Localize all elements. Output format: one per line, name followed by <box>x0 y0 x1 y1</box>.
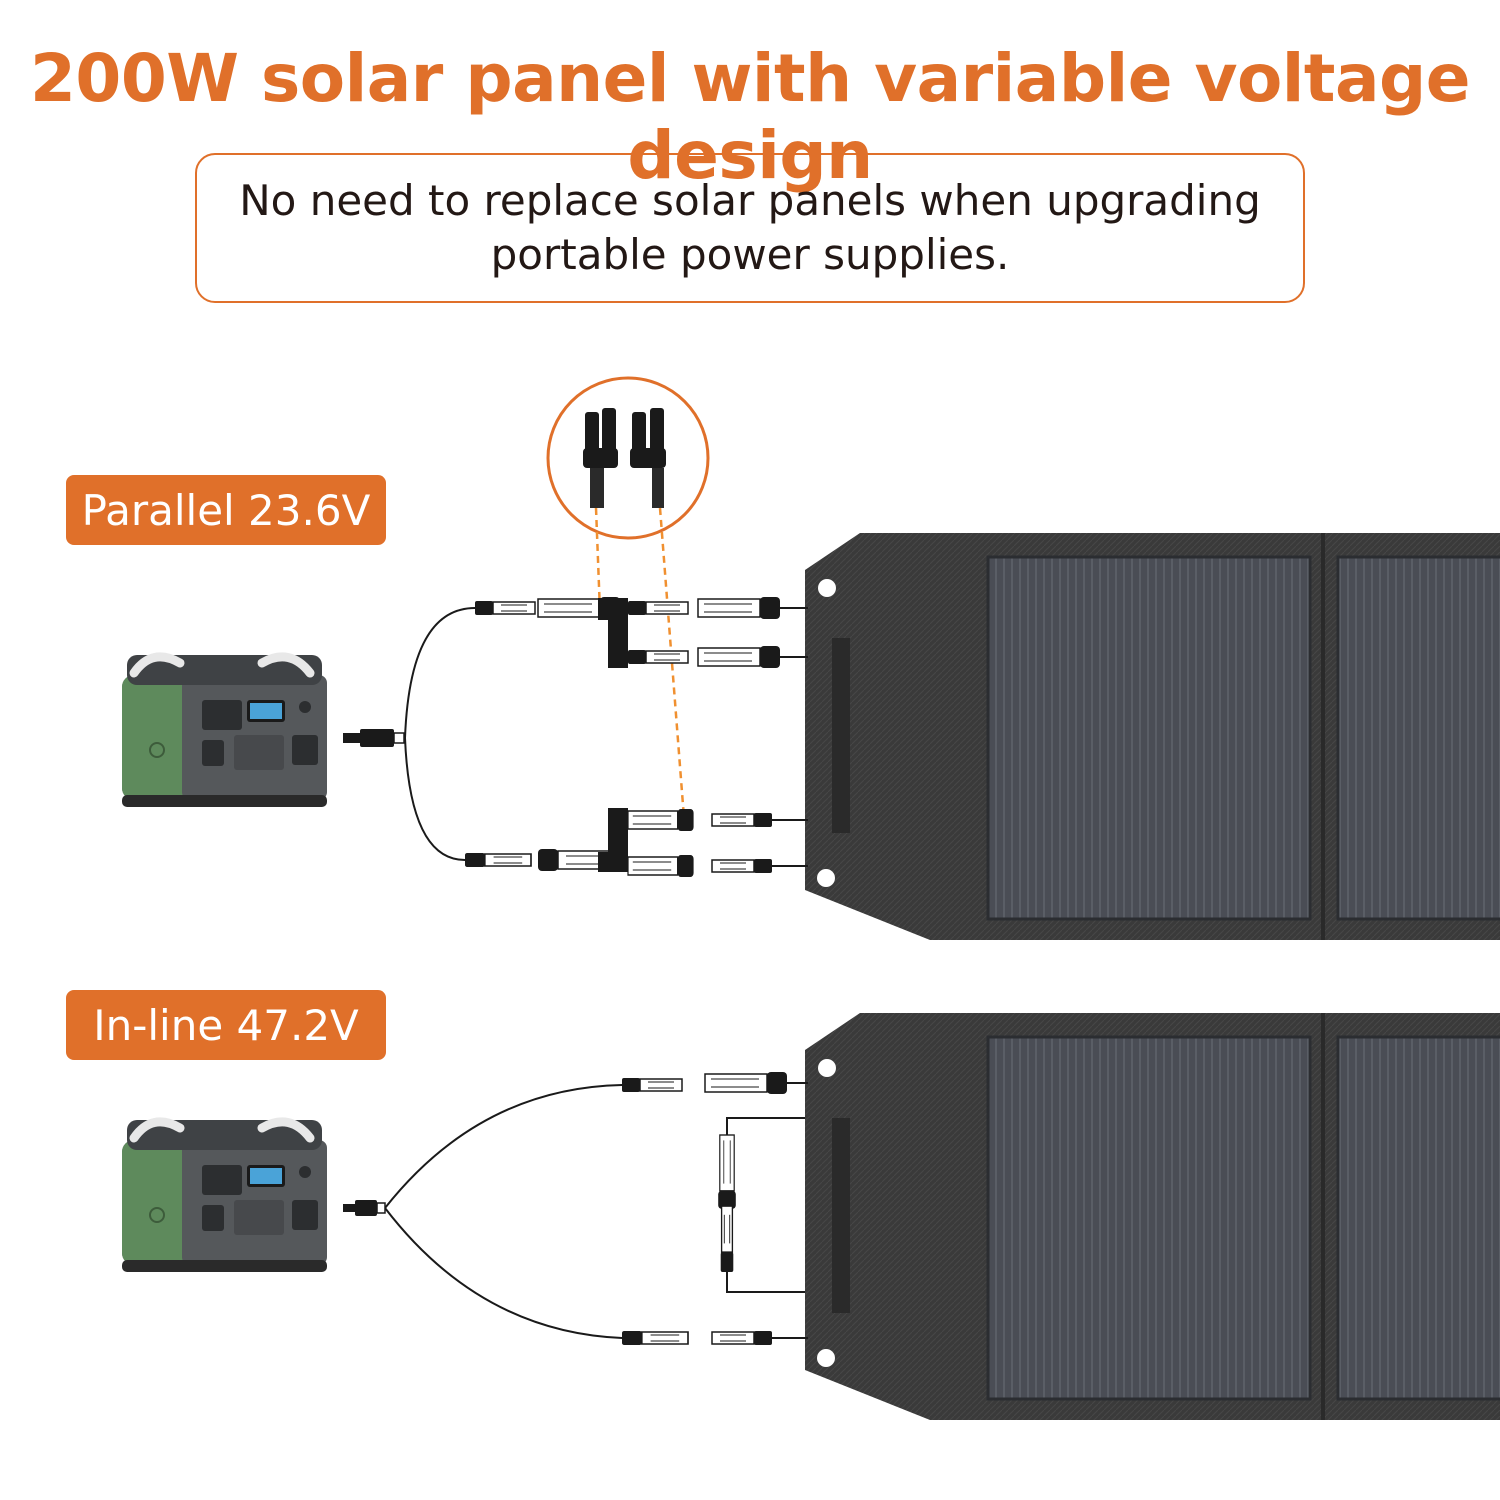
inline-wiring <box>384 1082 808 1339</box>
power-station-parallel <box>122 655 327 807</box>
parallel-connectors <box>464 596 781 878</box>
parallel-wiring <box>404 607 808 867</box>
power-station-inline <box>122 1120 327 1272</box>
mode-label-inline: In-line 47.2V <box>66 990 386 1060</box>
solar-panel-inline <box>805 1013 1500 1420</box>
dc-input-plug-inline <box>343 1200 386 1216</box>
headline: 200W solar panel with variable voltage d… <box>29 40 1471 194</box>
mc4-branch-connector-callout <box>546 376 710 819</box>
subtitle: No need to replace solar panels when upg… <box>239 176 1261 279</box>
mode-label-parallel: Parallel 23.6V <box>66 475 386 545</box>
subtitle-box: No need to replace solar panels when upg… <box>195 153 1305 303</box>
solar-panel-parallel <box>805 533 1500 940</box>
inline-connectors <box>621 1071 788 1346</box>
dc-input-plug-parallel <box>343 729 405 747</box>
